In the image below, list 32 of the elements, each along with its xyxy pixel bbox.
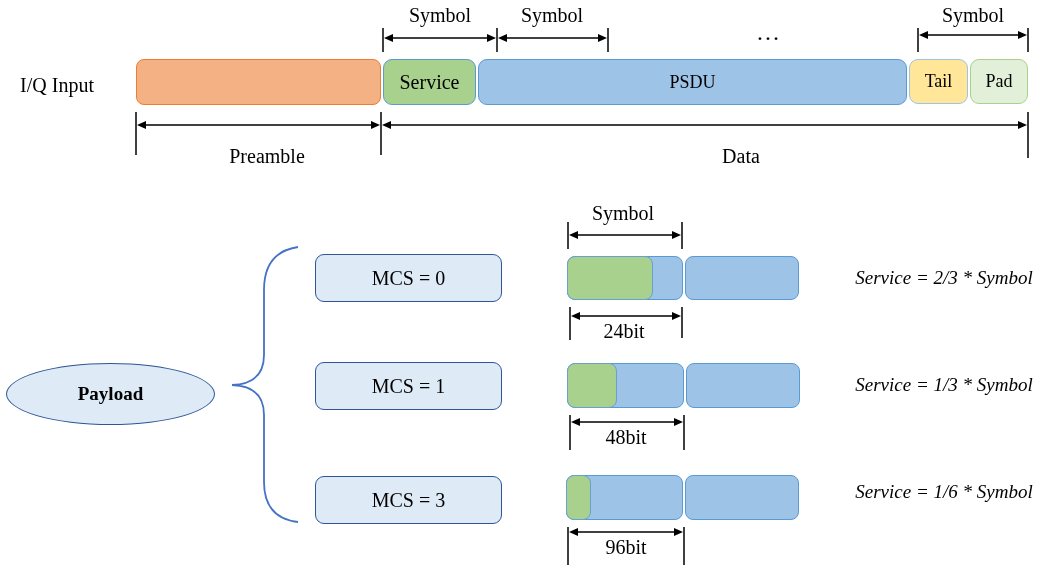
symbol-bar (566, 475, 683, 520)
ellipsis: … (756, 18, 780, 46)
dimension-label: Symbol (408, 3, 472, 27)
formula: Service = 1/6 * Symbol (855, 481, 1033, 503)
dimension-label: 24bit (603, 319, 645, 343)
dimension-label: Preamble (229, 144, 305, 168)
preamble-bar (136, 59, 381, 105)
symbol-bar (686, 363, 800, 408)
formula: Service = 2/3 * Symbol (855, 267, 1033, 289)
tail-field: Tail (909, 59, 968, 104)
pad-field: Pad (970, 59, 1028, 104)
dimension-label: 48bit (605, 425, 647, 449)
service-field: Service (383, 59, 476, 105)
symbol-bar (567, 363, 684, 408)
dimension-label: Symbol (591, 201, 655, 225)
dimension-label: Data (722, 144, 760, 168)
dimension-label: Symbol (520, 3, 584, 27)
symbol-bar (685, 256, 799, 300)
mcs-box: MCS = 1 (315, 362, 502, 410)
service-bar (567, 363, 617, 408)
formula: Service = 1/3 * Symbol (855, 374, 1033, 396)
payload-ellipse: Payload (6, 363, 215, 425)
symbol-bar (685, 475, 799, 520)
service-bar (566, 475, 591, 520)
service-bar (567, 256, 653, 300)
mcs-box: MCS = 0 (315, 254, 502, 302)
psdu-field: PSDU (478, 59, 907, 105)
dimension-label: 96bit (605, 535, 647, 559)
dimension-label: Symbol (941, 3, 1005, 27)
row-label: I/Q Input (20, 73, 94, 97)
symbol-bar (567, 256, 683, 300)
mcs-box: MCS = 3 (315, 476, 502, 524)
